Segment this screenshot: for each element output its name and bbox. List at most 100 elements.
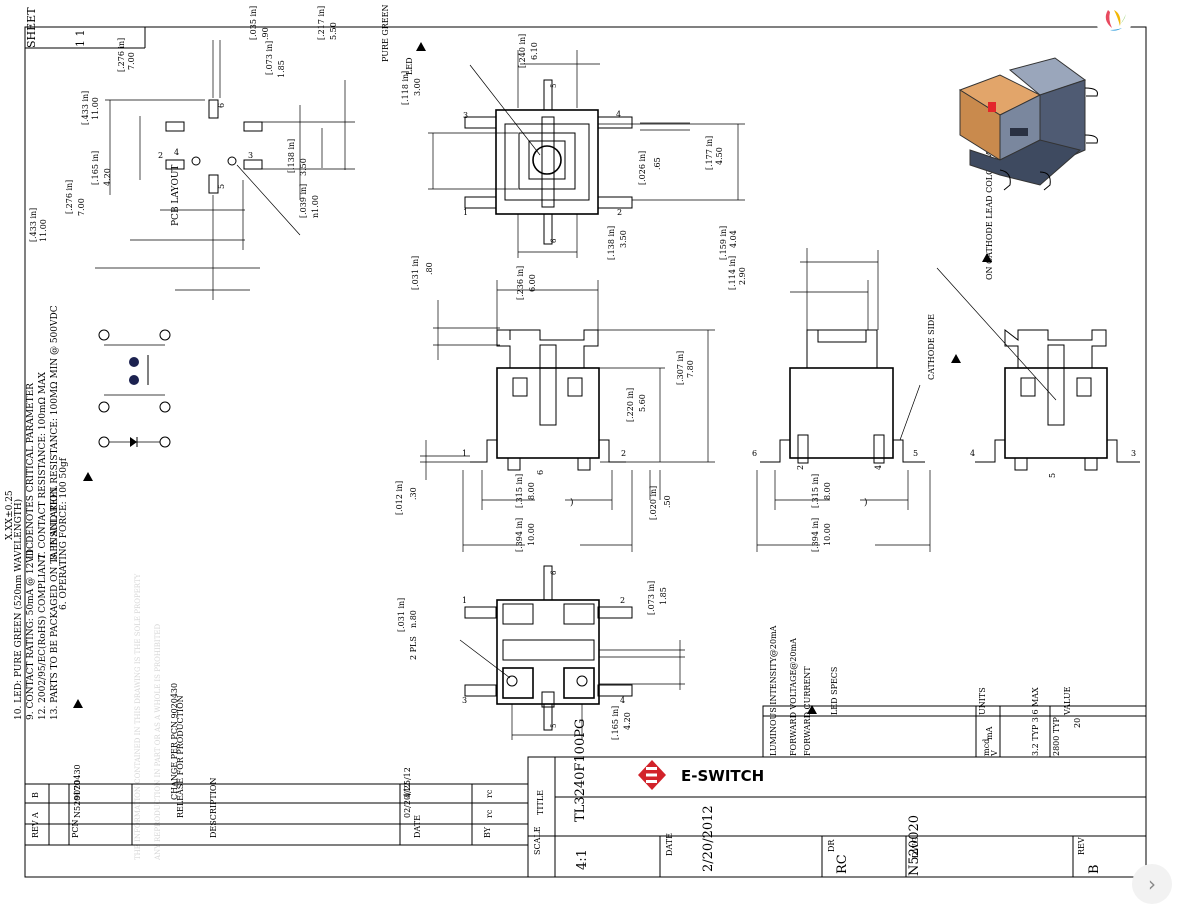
date-cell: 4/25/12	[403, 767, 412, 798]
sheet-label: SHEET	[25, 7, 38, 48]
svg-text:4.50: 4.50	[715, 147, 724, 165]
svg-text:mA: mA	[985, 726, 994, 740]
svg-text:n1.00: n1.00	[311, 195, 320, 218]
svg-text:): )	[570, 497, 574, 508]
description-cell: CHANGE PER PCN 9020430	[170, 683, 179, 800]
svg-text:[.039 in]: [.039 in]	[299, 184, 308, 218]
svg-text:n.80: n.80	[409, 610, 418, 628]
svg-text:[.276 in]: [.276 in]	[117, 38, 126, 72]
by-cell: rc	[485, 809, 494, 818]
svg-text:7.00: 7.00	[77, 198, 86, 216]
rev-cell: A	[31, 812, 40, 819]
date-value: 2/20/2012	[701, 805, 716, 872]
note-6: 6. OPERATING FORCE: 100 50gf	[59, 457, 69, 610]
svg-text:[.031 in]: [.031 in]	[411, 256, 420, 290]
cathode-side-label: CATHODE SIDE	[927, 314, 936, 380]
schematic	[98, 329, 171, 448]
svg-text:[.118 in]: [.118 in]	[401, 71, 410, 105]
dwg-label: DWG	[911, 837, 920, 858]
svg-text:5: 5	[550, 84, 558, 88]
led-specs-heading: LED SPECS	[830, 667, 839, 715]
led-label: LED	[405, 57, 414, 75]
svg-text:1: 1	[462, 596, 467, 605]
top-view: 3 4 1 2 5 6 PURE GREEN LED [.118 in] 3.0…	[381, 5, 745, 260]
svg-text:6.10: 6.10	[530, 42, 539, 60]
note-8: 8. INSULATION RESISTANCE: 100MΩ MIN @ 50…	[50, 305, 60, 560]
pcb-layout-view: 2 4 3 6 5 [.035 in] .90 [.276 in] 7.00 […	[29, 6, 355, 300]
dr-value: RC	[835, 854, 850, 874]
svg-text:.90: .90	[261, 27, 270, 40]
critical-triangle-icon	[73, 699, 83, 708]
svg-text:10.00: 10.00	[823, 523, 832, 546]
sheet-value: 1 1	[74, 30, 87, 48]
svg-text:6.00: 6.00	[528, 274, 537, 292]
date-header: DATE	[413, 815, 422, 838]
svg-text:[.020 in]: [.020 in]	[649, 486, 658, 520]
svg-text:3: 3	[1131, 449, 1136, 458]
next-page-chevron-icon[interactable]: ›	[1132, 864, 1172, 904]
svg-text:4.04: 4.04	[729, 230, 738, 248]
svg-text:6: 6	[752, 449, 757, 458]
date-label: DATE	[665, 833, 674, 856]
svg-text:4.20: 4.20	[623, 712, 632, 730]
svg-text:[.236 in]: [.236 in]	[516, 266, 525, 300]
svg-text:7.80: 7.80	[686, 360, 695, 378]
svg-text:5: 5	[550, 724, 558, 728]
dwg-value: N520020	[907, 815, 922, 876]
svg-text:[.035 in]: [.035 in]	[249, 6, 258, 40]
revision-table: REV PCN DESCRIPTION DATE BY A B N520170 …	[24, 683, 529, 846]
svg-text:1: 1	[462, 449, 467, 458]
date-cell: 02/20/12	[403, 782, 412, 818]
by-cell: rc	[485, 789, 494, 798]
pcb-pin-2: 2	[158, 151, 163, 160]
svg-text:[.012 in]: [.012 in]	[395, 481, 404, 515]
note-9: 9. CONTACT RATING: 50mA @ 12VDC	[26, 542, 36, 720]
svg-text:[.433 in]: [.433 in]	[81, 91, 90, 125]
title-block: E-SWITCH TITLE TL3240F100PG SCALE 4:1 DA…	[527, 719, 1147, 878]
note-11: 11. DENOTES CRITICAL PARAMETER	[26, 383, 36, 560]
scale-label: SCALE	[533, 826, 542, 855]
led-specs-table: LED SPECS UNITS VALUE FORWARD CURRENT FO…	[762, 625, 1147, 758]
svg-text:4: 4	[620, 696, 625, 705]
cathode-view: 4 3 5 ON CATHODE LEAD COLOR MARK	[936, 133, 1140, 478]
svg-text:6: 6	[217, 103, 226, 108]
bottom-view: 1 2 3 4 6 5 [.031 in] 2 PLS n.80 [.073 i…	[397, 565, 685, 740]
svg-text:[.177 in]: [.177 in]	[705, 136, 714, 170]
spec-label: FORWARD VOLTAGE@20mA	[789, 638, 798, 756]
svg-text:5.50: 5.50	[329, 22, 338, 40]
svg-text:[.114 in]: [.114 in]	[728, 256, 737, 290]
e-switch-logo: E-SWITCH	[638, 760, 764, 790]
svg-text:[.433 in]: [.433 in]	[29, 208, 38, 242]
rev-value: B	[1087, 864, 1102, 874]
svg-text:1.85: 1.85	[277, 60, 286, 78]
svg-text:11.00: 11.00	[91, 97, 100, 120]
svg-text:1.85: 1.85	[659, 587, 668, 605]
rev-label: REV	[1077, 837, 1086, 855]
svg-text:6: 6	[550, 570, 558, 575]
svg-text:5.60: 5.60	[638, 394, 647, 412]
spec-label: FORWARD CURRENT	[803, 666, 812, 756]
svg-text:7.00: 7.00	[127, 52, 136, 70]
scale-value: 4:1	[575, 849, 590, 870]
svg-text:[.394 in]: [.394 in]	[811, 518, 820, 552]
pure-green-label: PURE GREEN	[381, 5, 390, 62]
brand-name: E-SWITCH	[681, 767, 764, 785]
svg-text:3.2 TYP 3.6 MAX: 3.2 TYP 3.6 MAX	[1031, 687, 1040, 756]
svg-text:[.031 in]: [.031 in]	[397, 598, 406, 632]
svg-text:3: 3	[463, 111, 468, 120]
svg-text:11.00: 11.00	[39, 219, 48, 242]
svg-text:.50: .50	[663, 495, 672, 508]
notes-block: 10. LED: PURE GREEN (520nm WAVELENGTH) 9…	[5, 305, 162, 861]
svg-text:2.90: 2.90	[738, 267, 747, 285]
svg-text:3: 3	[462, 696, 467, 705]
svg-text:[.315 in]: [.315 in]	[515, 474, 524, 508]
svg-text:1: 1	[463, 208, 468, 217]
rev-header: REV	[31, 820, 40, 838]
note-12: 12. 2002/95/EC(RoHS) COMPLIANT	[37, 553, 48, 720]
dr-label: DR	[827, 839, 836, 852]
svg-text:8.00: 8.00	[527, 482, 536, 500]
pcn-cell: 9020430	[73, 764, 82, 800]
svg-text:4.20: 4.20	[103, 168, 112, 186]
svg-text:[.138 in]: [.138 in]	[287, 139, 296, 173]
